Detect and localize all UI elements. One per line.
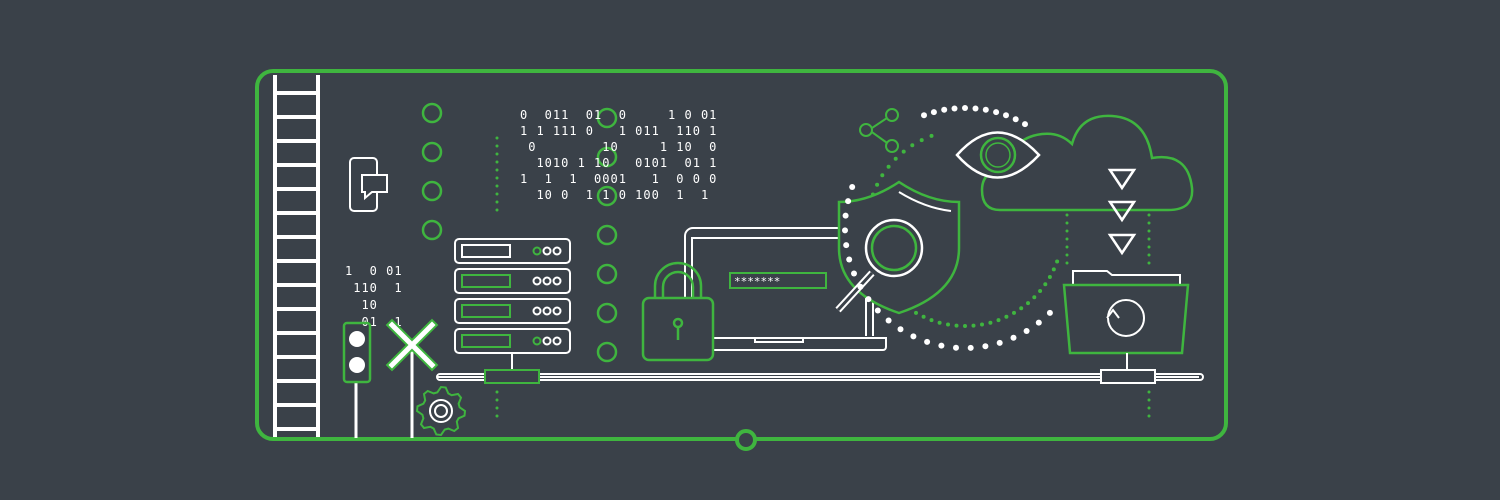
ring-dot [929,133,934,138]
ring-dot [874,307,881,314]
ring-dot [1026,301,1030,306]
ring-dot [849,184,856,190]
binary-row: 1 1 1 0001 1 0 0 0 [520,172,717,186]
ring-dot [1004,314,1009,319]
ring-dot [870,192,875,197]
gear-icon [415,385,467,437]
ring-dot [1051,267,1056,272]
share-icon [859,108,899,153]
binary-row: 10 0 1 1 0 100 1 1 [520,188,709,202]
ring-dot [963,324,967,328]
ring-dot [1043,282,1048,287]
ladder-icon [273,75,320,437]
ring-dot [910,143,915,148]
password-mask: ******* [734,275,780,288]
ring-dot [954,323,959,328]
ring-dot [897,326,904,333]
ring-dot [885,317,892,324]
railway-crossing-icon [385,318,439,438]
ring-dot [1003,112,1009,119]
server-rack-icon [454,238,571,370]
ring-dot [924,338,931,345]
ring-dot [1012,116,1019,123]
network-line-icon [436,369,1204,384]
password-field: ******* [729,272,827,289]
binary-block: 0 011 01 0 1 0 01 1 1 111 0 1 011 110 1 … [520,108,717,202]
circle-column-left [421,102,443,241]
binary-small: 1 0 01 110 1 10 01 1 [345,264,403,329]
ring-dot [842,227,848,234]
ring-dot [967,344,974,351]
ring-dot [921,112,927,119]
dotted-connectors [495,136,1151,420]
ring-dot [1046,309,1053,316]
ring-dot [857,283,864,290]
ring-dot [1023,328,1030,334]
ring-dot [972,105,979,112]
ring-dot [901,149,906,154]
padlock-icon [641,261,715,362]
ring-dot [988,320,993,325]
binary-row: 110 1 [345,281,403,295]
ring-dot [914,310,918,315]
folder-sync-icon [1062,270,1190,370]
ring-dot [880,173,885,178]
binary-row: 10 [345,298,378,312]
frame-bottom-node [735,429,757,451]
binary-row: 1 0 01 [345,264,403,278]
ring-dot [842,212,849,219]
ring-dot [921,314,926,319]
ring-dot [962,105,968,111]
phone-chat-icon [349,157,388,212]
circle-column-middle [596,107,618,363]
traffic-light-icon [342,321,372,438]
ring-dot [865,296,872,303]
ring-dot [1010,334,1017,341]
ring-dot [937,320,942,325]
ring-dot [845,198,852,205]
ring-dot [886,164,891,169]
magnifier-icon [835,218,924,313]
ring-dot [1032,295,1037,300]
ring-dot [953,344,959,351]
ring-dot [1055,259,1060,264]
download-arrows-icon [1107,168,1137,256]
binary-row: 0 10 1 10 0 [520,140,717,154]
ring-dot [971,323,976,328]
binary-row: 1010 1 10 0101 01 1 [520,156,717,170]
ring-dot [930,109,937,116]
ring-dot [938,342,945,349]
eye-icon [955,131,1041,179]
ring-dot [1035,319,1042,326]
ring-dot [846,256,853,263]
ring-dot [951,105,958,112]
ring-dot [1019,306,1024,311]
ring-dot [946,322,950,327]
ring-dot [982,343,989,350]
ring-dot [1047,275,1052,279]
ring-dot [996,318,1001,323]
ring-dot [910,333,917,340]
ring-dot [996,339,1003,346]
ring-dot [851,270,857,277]
ring-dot [1022,121,1028,128]
ring-dot [982,106,989,113]
ring-dot [843,242,850,249]
binary-row: 0 011 01 0 1 0 01 [520,108,717,122]
binary-row: 1 1 111 0 1 011 110 1 [520,124,717,138]
ring-dot [893,156,898,161]
ring-dot [875,182,880,187]
dotted-ring [842,105,1060,351]
ring-dot [1038,289,1043,293]
ring-dot [941,106,948,113]
ring-dot [980,322,984,327]
ring-dot [1012,310,1016,315]
cloud-icon [980,114,1194,212]
ring-dot [929,318,934,323]
ring-dot [919,138,924,143]
ring-dot [993,109,1000,116]
